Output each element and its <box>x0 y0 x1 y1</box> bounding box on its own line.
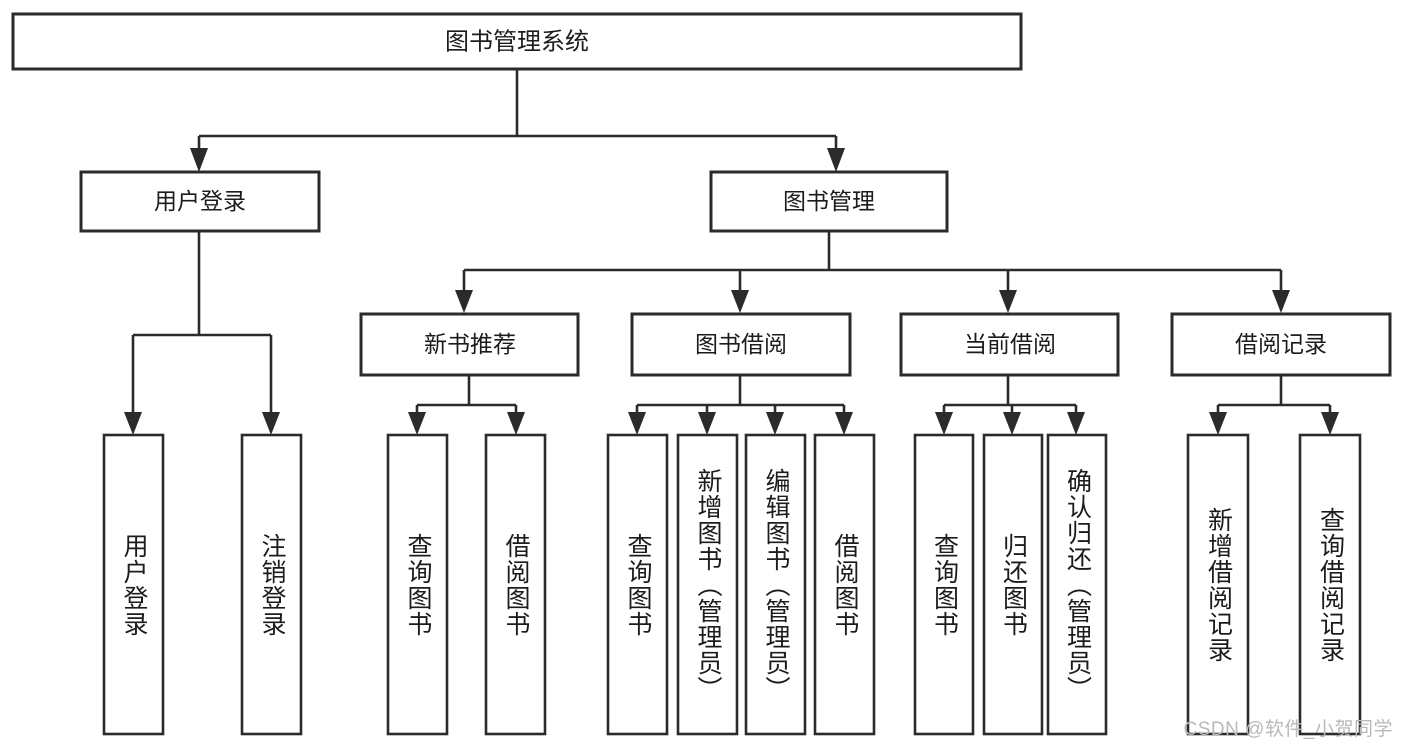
connector-group-root <box>190 69 845 172</box>
arrowhead-currentborrow-leaf1 <box>935 412 953 435</box>
connector-group-book-management <box>455 231 1290 313</box>
connector-group-current-borrow <box>935 375 1085 435</box>
connector-group-borrow-record <box>1209 375 1339 435</box>
node-book-borrow[interactable]: 图书借阅 <box>630 312 852 377</box>
arrowhead-bookborrow-leaf4 <box>835 412 853 435</box>
node-root[interactable]: 图书管理系统 <box>11 12 1023 71</box>
arrowhead-bookborrow-leaf1 <box>628 412 646 435</box>
node-borrow-record-box <box>1170 312 1392 377</box>
leaf-box-query-book-3[interactable] <box>913 433 975 736</box>
arrowhead-user-login <box>190 148 208 172</box>
node-borrow-record-label: 借阅记录 <box>1235 331 1327 357</box>
arrowhead-bookborrow-leaf3 <box>766 412 784 435</box>
node-book-management[interactable]: 图书管理 <box>709 170 949 233</box>
leaf-box-logout[interactable] <box>240 433 303 736</box>
arrowhead-currentborrow-leaf2 <box>1003 412 1021 435</box>
leaf-box-return-book[interactable] <box>982 433 1044 736</box>
leaf-boxes-borrow-record <box>1186 433 1362 736</box>
node-current-borrow[interactable]: 当前借阅 <box>899 312 1120 377</box>
node-current-borrow-label: 当前借阅 <box>964 331 1056 357</box>
connector-group-user-login <box>124 231 280 435</box>
node-book-borrow-box <box>630 312 852 377</box>
node-user-login-box <box>79 170 321 233</box>
watermark: CSDN @软件_小贺同学 <box>1183 719 1393 740</box>
connector-group-book-borrow <box>628 375 853 435</box>
leaf-box-edit-book[interactable] <box>744 433 807 736</box>
arrowhead-borrow-record <box>1272 290 1290 313</box>
leaf-box-borrow-book-2[interactable] <box>813 433 876 736</box>
connector-group-new-book-recommend <box>408 375 525 435</box>
leaf-box-add-book[interactable] <box>676 433 739 736</box>
node-new-book-recommend[interactable]: 新书推荐 <box>359 312 580 377</box>
node-borrow-record[interactable]: 借阅记录 <box>1170 312 1392 377</box>
arrowhead-currentborrow-leaf3 <box>1067 412 1085 435</box>
arrowhead-newbook-leaf1 <box>408 412 426 435</box>
leaf-boxes-current-borrow <box>913 433 1108 736</box>
arrowhead-leaf-logout <box>262 412 280 435</box>
node-book-management-box <box>709 170 949 233</box>
arrowhead-new-book-recommend <box>455 290 473 313</box>
arrowhead-book-mgmt <box>827 148 845 172</box>
arrowhead-current-borrow <box>999 290 1017 313</box>
leaf-boxes-user-login <box>102 433 303 736</box>
node-user-login[interactable]: 用户登录 <box>79 170 321 233</box>
leaf-boxes-book-borrow <box>606 433 876 736</box>
arrowhead-leaf-user-login <box>124 412 142 435</box>
node-root-box <box>11 12 1023 71</box>
leaf-boxes-new-book-recommend <box>386 433 547 736</box>
arrowhead-book-borrow <box>731 290 749 313</box>
leaf-box-confirm-return[interactable] <box>1046 433 1108 736</box>
leaf-box-query-book-2[interactable] <box>606 433 669 736</box>
arrowhead-borrowrecord-leaf1 <box>1209 412 1227 435</box>
node-user-login-label: 用户登录 <box>154 188 246 214</box>
node-current-borrow-box <box>899 312 1120 377</box>
node-new-book-recommend-box <box>359 312 580 377</box>
leaf-box-query-book-1[interactable] <box>386 433 449 736</box>
node-book-management-label: 图书管理 <box>783 188 875 214</box>
leaf-box-user-login[interactable] <box>102 433 165 736</box>
arrowhead-newbook-leaf2 <box>507 412 525 435</box>
arrowhead-bookborrow-leaf2 <box>698 412 716 435</box>
leaf-box-add-record[interactable] <box>1186 433 1250 736</box>
arrowhead-borrowrecord-leaf2 <box>1321 412 1339 435</box>
node-root-label: 图书管理系统 <box>445 28 589 55</box>
node-book-borrow-label: 图书借阅 <box>695 331 787 357</box>
leaf-box-query-record[interactable] <box>1298 433 1362 736</box>
leaf-box-borrow-book-1[interactable] <box>484 433 547 736</box>
node-new-book-recommend-label: 新书推荐 <box>424 331 516 357</box>
